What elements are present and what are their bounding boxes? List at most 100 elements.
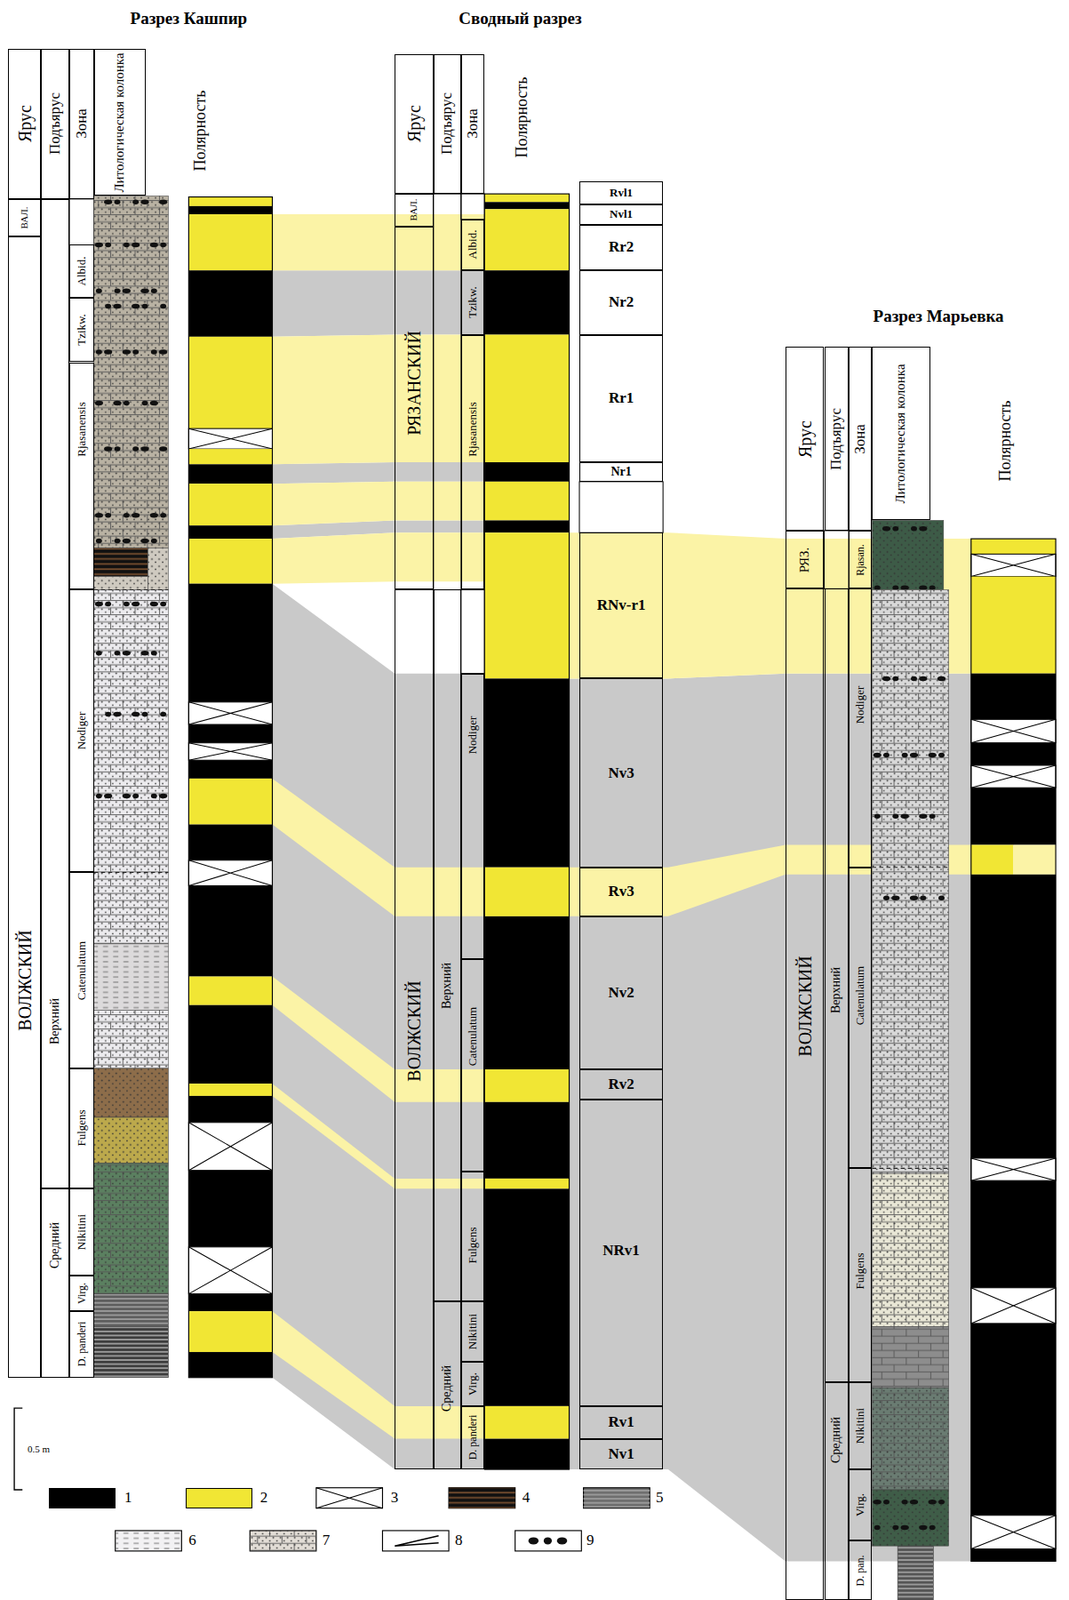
magnetozone-box: Nr1 (579, 462, 663, 482)
reverse-polarity (971, 538, 1056, 554)
stratigraphic-cell: D. panderi (69, 1310, 95, 1378)
correlation-band (271, 1310, 485, 1438)
magnetozone-label: Nvl1 (609, 207, 633, 221)
magnetozone-label: Rr2 (608, 239, 634, 256)
magnetozone-label: RNv-r1 (597, 597, 647, 614)
nodule (151, 538, 158, 544)
normal-polarity (971, 1180, 1056, 1288)
nodule (103, 793, 112, 799)
nodule (114, 650, 121, 656)
magnetozone-box: NRv1 (579, 1099, 663, 1405)
layer-outline (94, 1163, 169, 1294)
no-data-cross (971, 1287, 1056, 1324)
reverse-polarity (188, 976, 272, 1006)
nodule (95, 349, 103, 355)
normal-polarity (188, 824, 272, 861)
magnetozone-label: Nr2 (608, 294, 634, 311)
normal-polarity (484, 1188, 569, 1406)
nodule (891, 894, 900, 901)
nodule (874, 813, 881, 820)
stratigraphic-cell: Nodiger (69, 589, 95, 872)
rotated-label: Albid. (75, 256, 88, 287)
normal-polarity (188, 583, 272, 703)
correlation-band (271, 270, 485, 337)
rotated-label: Подъярус (47, 93, 64, 156)
rock-layer (94, 1009, 169, 1068)
nodule (882, 676, 891, 682)
magnetozone-label: Nv2 (607, 984, 634, 1001)
stratigraphic-cell: Rjasanensis (69, 362, 95, 591)
section-title: Разрез Марьевка (873, 306, 1005, 326)
nodule (95, 650, 103, 656)
nodule (140, 538, 149, 544)
correlation-band (271, 335, 485, 465)
rotated-label: Rjasanensis (75, 401, 88, 456)
stratigraphic-cell: Nodiger (461, 673, 485, 959)
rock-layer (94, 943, 169, 1011)
nodule (112, 711, 121, 718)
nodule (151, 349, 158, 355)
no-data-cross (188, 860, 272, 886)
uncertain-polarity (1013, 845, 1056, 875)
rock-texture (94, 1116, 169, 1164)
no-data-interval (971, 553, 1056, 576)
stratigraphic-cell: Зона (461, 54, 485, 194)
normal-polarity (188, 206, 272, 215)
normal-polarity (971, 673, 1056, 720)
rotated-label: Rjasan. (854, 543, 867, 576)
correlation-band (271, 532, 485, 583)
nodule (159, 303, 167, 310)
rotated-label: Верхний (440, 962, 455, 1009)
stratigraphic-cell: Верхний (40, 199, 70, 1189)
nodule (159, 601, 167, 607)
nodule (142, 303, 149, 310)
nodule (937, 676, 946, 682)
legend-texture (249, 1530, 317, 1551)
nodule (874, 1524, 881, 1531)
reverse-polarity (484, 481, 569, 521)
rotated-label: Nodiger (853, 686, 867, 725)
layer-outline (94, 1325, 169, 1377)
reverse-polarity (188, 448, 272, 464)
stratigraphic-cell: Virg. (69, 1275, 95, 1311)
layer-outline (94, 576, 149, 591)
nodule (123, 512, 130, 519)
legend-number: 4 (522, 1489, 531, 1507)
magnetozone-label: Nv1 (607, 1445, 634, 1462)
section-title: Разрез Кашпир (130, 8, 248, 28)
stratigraphic-cell: Albid. (461, 219, 485, 271)
lithology-columns (94, 195, 950, 1600)
rock-layer (94, 1325, 169, 1377)
nodule (142, 400, 149, 407)
magnetozone-box: Rr1 (579, 335, 663, 463)
nodule (123, 601, 130, 607)
layer-outline (147, 547, 168, 590)
nodule (873, 1499, 882, 1505)
stratigraphic-cell: Nikitini (69, 1188, 95, 1276)
header-cell: Литологическая колонка (94, 48, 147, 196)
nodule (122, 538, 131, 544)
rotated-label: ВОЛЖСКИЙ (795, 955, 814, 1056)
nodule (901, 584, 910, 591)
magnetozone-box: Rr2 (579, 224, 663, 272)
legend-sample (515, 1530, 583, 1551)
nodule (132, 446, 139, 452)
nodule (122, 349, 131, 355)
rotated-label: Средний (48, 1221, 63, 1269)
rock-texture (871, 1172, 949, 1326)
rotated-label: Средний (829, 1416, 844, 1463)
nodule (159, 199, 168, 206)
legend-cross (316, 1487, 383, 1508)
normal-polarity (484, 519, 569, 533)
legend-sample (115, 1530, 183, 1551)
rotated-label: Fulgens (75, 1109, 88, 1147)
normal-polarity (971, 742, 1056, 766)
legend-number: 6 (188, 1531, 197, 1549)
normal-polarity (971, 1323, 1056, 1516)
nodule (114, 199, 121, 206)
reverse-polarity (188, 336, 272, 429)
rotated-label: Ярус (405, 104, 424, 143)
rock-layer (94, 590, 169, 944)
nodule (103, 199, 112, 206)
